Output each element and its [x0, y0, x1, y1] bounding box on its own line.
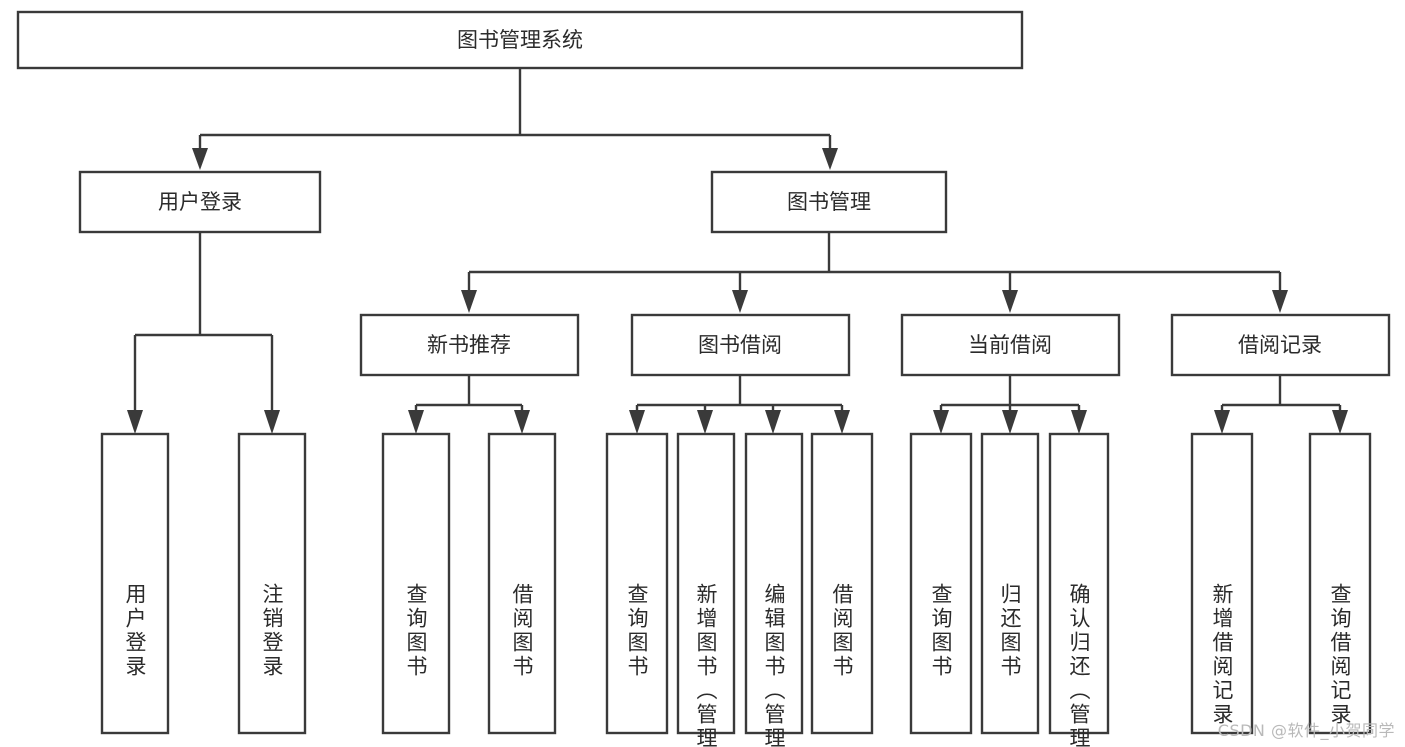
leaf-node-book-borrow-3[interactable]: 借阅图书 [810, 432, 874, 735]
leaf-box [980, 432, 1040, 735]
leaf-box [1048, 432, 1110, 735]
leaf-label: 注销登录 [260, 583, 284, 679]
leaf-node-current-borrow-2[interactable]: 确认归还（管理员） [1048, 432, 1110, 747]
arrow-head-level3-3 [1272, 290, 1288, 313]
arrow-head-leaf-bb-3 [834, 410, 850, 434]
arrow-head-leaf-bb-2 [765, 410, 781, 434]
arrow-head-leaf-cb-1 [1002, 410, 1018, 434]
leaf-node-borrow-record-0[interactable]: 新增借阅记录 [1190, 432, 1254, 735]
node-new-book-recommend[interactable]: 新书推荐 [359, 313, 580, 377]
node-book-borrow-label: 图书借阅 [698, 333, 782, 357]
node-current-borrow-label: 当前借阅 [968, 333, 1052, 357]
leaf-box [100, 432, 170, 735]
arrow-head-user-login [192, 148, 208, 170]
node-borrow-record-label: 借阅记录 [1238, 333, 1322, 357]
node-new-book-recommend-label: 新书推荐 [427, 333, 511, 357]
node-user-login[interactable]: 用户登录 [78, 170, 322, 234]
leaf-box [1308, 432, 1372, 735]
leaf-box [487, 432, 557, 735]
leaf-box [1190, 432, 1254, 735]
node-current-borrow[interactable]: 当前借阅 [900, 313, 1121, 377]
node-user-login-label: 用户登录 [158, 190, 242, 214]
leaf-label: 新增图书（管理员） [694, 583, 718, 747]
leaf-node-current-borrow-1[interactable]: 归还图书 [980, 432, 1040, 735]
node-root[interactable]: 图书管理系统 [16, 10, 1024, 70]
node-root-box [16, 10, 1024, 70]
leaf-node-borrow-record-1[interactable]: 查询借阅记录 [1308, 432, 1372, 735]
node-new-book-recommend-box [359, 313, 580, 377]
leaf-label: 用户登录 [123, 583, 147, 679]
leaf-box [909, 432, 973, 735]
leaf-box [381, 432, 451, 735]
arrow-head-level3-2 [1002, 290, 1018, 313]
arrow-head-level3-1 [732, 290, 748, 313]
leaf-box [744, 432, 804, 735]
leaf-node-new-book-recommend-0[interactable]: 查询图书 [381, 432, 451, 735]
node-borrow-record-box [1170, 313, 1391, 377]
arrow-head-leaf-nbr-1 [514, 410, 530, 434]
leaf-label: 查询图书 [929, 583, 953, 679]
node-book-manage-label: 图书管理 [787, 190, 871, 214]
leaf-label: 查询图书 [625, 583, 649, 679]
arrow-head-leaf-cb-0 [933, 410, 949, 434]
arrow-head-leaf-nbr-0 [408, 410, 424, 434]
leaf-node-new-book-recommend-1[interactable]: 借阅图书 [487, 432, 557, 735]
connector-root-to-level2 [192, 68, 838, 170]
leaf-box [237, 432, 307, 735]
connector-user-login-to-leaves [127, 232, 280, 434]
node-book-manage-box [710, 170, 948, 234]
leaf-label: 编辑图书（管理员） [762, 583, 786, 747]
connector-new-book-recommend-to-leaves [408, 375, 530, 434]
arrow-head-level3-0 [461, 290, 477, 313]
connector-book-manage-to-level3 [461, 232, 1288, 313]
node-book-borrow[interactable]: 图书借阅 [630, 313, 851, 377]
arrow-head-leaf-user-login-1 [264, 410, 280, 434]
leaf-label: 查询借阅记录 [1328, 583, 1352, 727]
leaf-node-current-borrow-0[interactable]: 查询图书 [909, 432, 973, 735]
leaf-node-user-login-1[interactable]: 注销登录 [237, 432, 307, 735]
connector-current-borrow-to-leaves [933, 375, 1087, 434]
leaf-node-book-borrow-2[interactable]: 编辑图书（管理员） [744, 432, 804, 747]
arrow-head-leaf-bb-0 [629, 410, 645, 434]
node-current-borrow-box [900, 313, 1121, 377]
leaf-node-book-borrow-0[interactable]: 查询图书 [605, 432, 669, 735]
arrow-head-leaf-br-1 [1332, 410, 1348, 434]
node-book-manage[interactable]: 图书管理 [710, 170, 948, 234]
arrow-head-leaf-bb-1 [697, 410, 713, 434]
arrow-head-book-manage [822, 148, 838, 170]
leaf-label: 借阅图书 [830, 583, 854, 679]
leaf-box [605, 432, 669, 735]
leaf-label: 查询图书 [404, 583, 428, 679]
leaf-label: 借阅图书 [510, 583, 534, 679]
arrow-head-leaf-br-0 [1214, 410, 1230, 434]
leaf-label: 确认归还（管理员） [1067, 583, 1091, 747]
leaf-box [676, 432, 736, 735]
node-root-label: 图书管理系统 [457, 28, 583, 52]
node-borrow-record[interactable]: 借阅记录 [1170, 313, 1391, 377]
node-book-borrow-box [630, 313, 851, 377]
arrow-head-leaf-user-login-0 [127, 410, 143, 434]
leaf-node-user-login-0[interactable]: 用户登录 [100, 432, 170, 735]
leaf-box [810, 432, 874, 735]
leaf-label: 归还图书 [998, 583, 1022, 679]
leaf-node-book-borrow-1[interactable]: 新增图书（管理员） [676, 432, 736, 747]
leaf-label: 新增借阅记录 [1210, 583, 1234, 727]
connector-borrow-record-to-leaves [1214, 375, 1348, 434]
arrow-head-leaf-cb-2 [1071, 410, 1087, 434]
connector-book-borrow-to-leaves [629, 375, 850, 434]
